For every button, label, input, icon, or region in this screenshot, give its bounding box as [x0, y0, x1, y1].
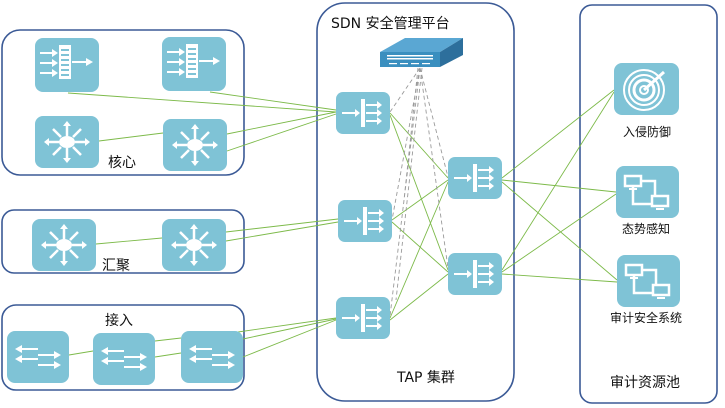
core-switch-icon[interactable]: [33, 114, 101, 170]
aggregation-label: 汇聚: [102, 258, 130, 274]
network-monitors-icon[interactable]: [614, 164, 681, 220]
network-monitors-icon[interactable]: [615, 253, 682, 309]
core-router-icon[interactable]: [162, 37, 226, 91]
core-router-icon[interactable]: [35, 38, 99, 92]
tap-cluster-label: TAP 集群: [396, 369, 455, 386]
aggregation-switch-icon[interactable]: [30, 217, 98, 273]
access-label: 接入: [105, 312, 133, 329]
tap-device-icon[interactable]: [336, 92, 390, 134]
access-switch-icon[interactable]: [93, 333, 155, 385]
sdn-controller-appliance-icon[interactable]: [380, 38, 463, 67]
service-label: 审计安全系统: [610, 310, 682, 325]
tap-device-icon[interactable]: [336, 297, 390, 339]
access-switch-icon[interactable]: [7, 331, 69, 383]
aggregation-switch-icon[interactable]: [160, 217, 228, 273]
access-switch-icon[interactable]: [181, 331, 243, 383]
sdn-platform-title: SDN 安全管理平台: [331, 15, 450, 32]
tap-device-icon[interactable]: [448, 253, 502, 295]
core-label: 核心: [108, 155, 136, 171]
target-icon[interactable]: [612, 61, 681, 117]
audit-pool-label: 审计资源池: [610, 375, 680, 391]
service-label: 态势感知: [622, 221, 670, 236]
tap-device-icon[interactable]: [338, 200, 392, 242]
tap-device-icon[interactable]: [448, 157, 502, 199]
core-switch-icon[interactable]: [161, 117, 229, 173]
links: [67, 67, 618, 358]
service-label: 入侵防御: [623, 124, 671, 139]
